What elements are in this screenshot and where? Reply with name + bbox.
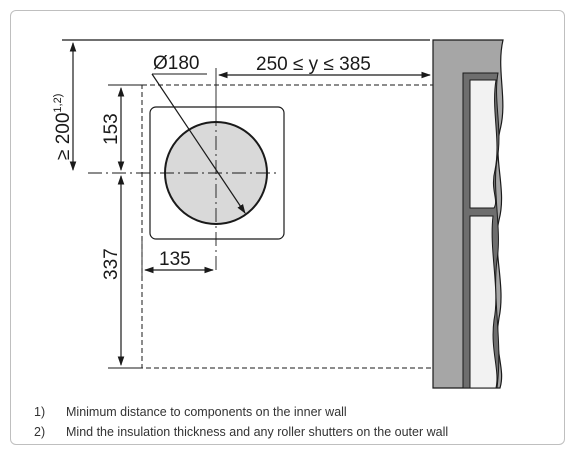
wall-distance-label: 250 ≤ y ≤ 385 (256, 54, 371, 75)
footnote-number: 1) (34, 405, 46, 419)
window-upper (469, 79, 498, 209)
footnote-1: 1) Minimum distance to components on the… (34, 402, 448, 422)
diameter-leader (151, 73, 246, 214)
window-lower (469, 215, 498, 389)
min-ceiling-label: ≥ 2001,2) (52, 94, 74, 160)
footnote-number: 2) (34, 425, 46, 439)
diameter-label: Ø180 (153, 53, 199, 74)
footnote-text: Minimum distance to components on the in… (66, 405, 347, 419)
footnotes: 1) Minimum distance to components on the… (34, 402, 448, 442)
outer-wall (432, 39, 504, 389)
offset-label: 135 (159, 249, 191, 270)
clearance-area (141, 84, 434, 369)
lower-height-label: 337 (101, 248, 122, 280)
figure-frame (10, 10, 565, 445)
footnote-text: Mind the insulation thickness and any ro… (66, 425, 449, 439)
footnote-2: 2) Mind the insulation thickness and any… (34, 422, 448, 442)
min-ceiling-superscript: 1,2) (52, 94, 64, 113)
upper-height-label: 153 (101, 113, 122, 145)
